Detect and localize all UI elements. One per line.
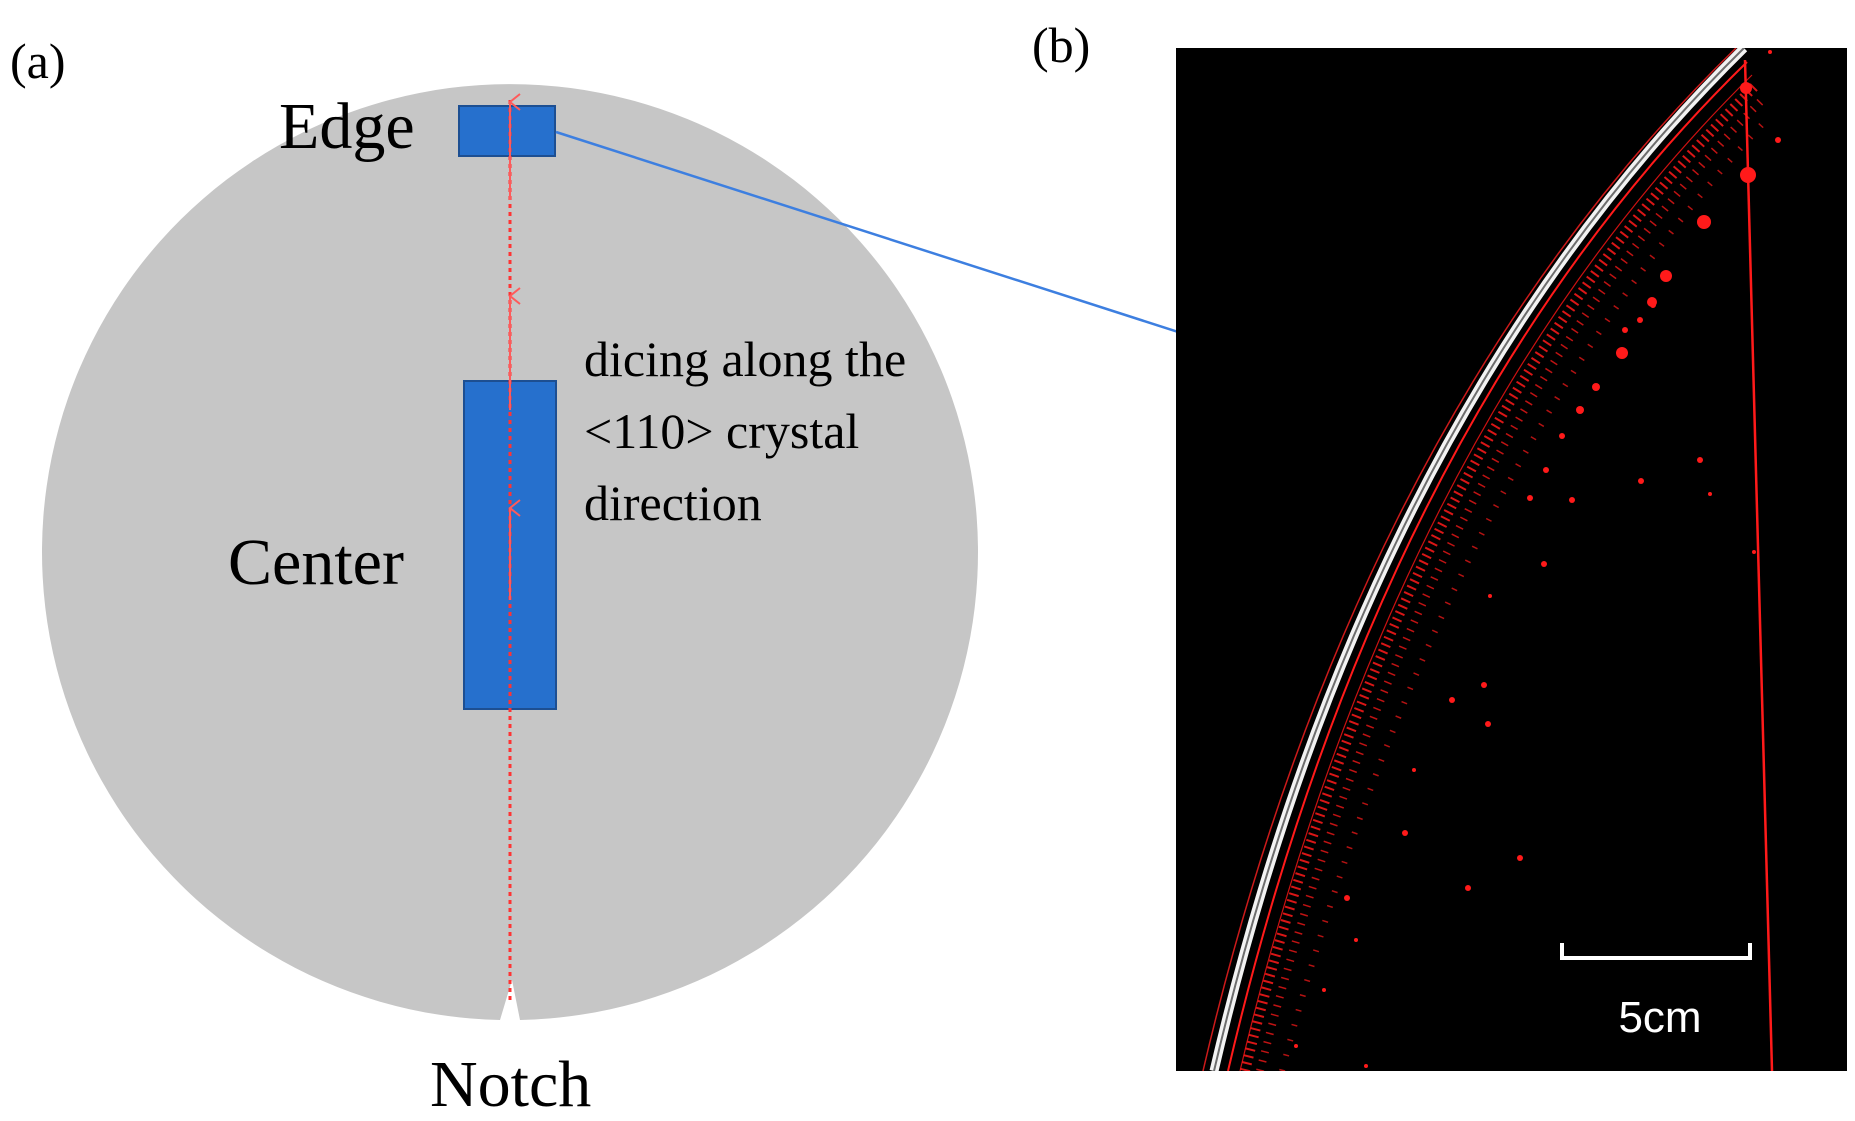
defect-dot [1322, 988, 1326, 992]
defect-dot [1412, 768, 1416, 772]
defect-dots [1294, 50, 1781, 1068]
annotation-line-3: direction [584, 475, 762, 531]
defect-dot [1622, 327, 1628, 333]
wafer-bevel-band-shadow [1213, 48, 1745, 1071]
defect-map-background [1176, 48, 1847, 1071]
defect-dot [1697, 457, 1703, 463]
defect-dot [1740, 82, 1752, 94]
dicing-trace [1743, 59, 1774, 1071]
defect-dot [1708, 492, 1712, 496]
defect-dot [1650, 302, 1656, 308]
defect-dot [1517, 855, 1523, 861]
defect-dot [1481, 682, 1487, 688]
defect-dot [1449, 697, 1455, 703]
inner-edge-line [1239, 74, 1753, 1071]
defect-dot [1294, 1044, 1298, 1048]
defect-dot [1364, 1064, 1368, 1068]
defect-dot [1488, 594, 1492, 598]
defect-dot [1543, 467, 1549, 473]
defect-dot [1592, 383, 1600, 391]
notch-label: Notch [430, 1048, 591, 1121]
center-label: Center [228, 526, 404, 599]
defect-dot [1354, 938, 1358, 942]
defect-dot [1752, 550, 1756, 554]
wafer-edge-outline [1202, 48, 1737, 1071]
defect-dot [1768, 50, 1772, 54]
defect-dot [1697, 215, 1711, 229]
edge-defect-band [1256, 97, 1765, 1071]
panel-b-label: (b) [1032, 17, 1090, 73]
defect-dot [1637, 317, 1643, 323]
annotation-line-1: dicing along the [584, 331, 906, 387]
defect-dot [1465, 885, 1471, 891]
scale-bar: 5cm [1560, 943, 1752, 1042]
defect-dot [1616, 347, 1628, 359]
defect-dot [1402, 830, 1408, 836]
panel-a-label: (a) [10, 33, 66, 89]
dicing-annotation: dicing along the <110> crystal direction [584, 331, 919, 531]
defect-dot [1740, 167, 1756, 183]
defect-dot [1569, 497, 1575, 503]
scale-bar-label: 5cm [1618, 993, 1701, 1042]
defect-map-content [1202, 48, 1781, 1071]
defect-dot [1541, 561, 1547, 567]
defect-map: 5cm [1176, 48, 1847, 1071]
edge-label: Edge [279, 90, 415, 163]
defect-dot [1485, 721, 1491, 727]
defect-dot [1660, 270, 1672, 282]
defect-dot [1775, 137, 1781, 143]
annotation-line-2: <110> crystal [584, 403, 859, 459]
defect-dot [1527, 495, 1533, 501]
defect-dot [1344, 895, 1350, 901]
defect-dot [1638, 478, 1644, 484]
edge-sample [458, 105, 556, 157]
inner-edge-line [1227, 61, 1748, 1071]
defect-dot [1576, 406, 1584, 414]
defect-dot [1559, 433, 1565, 439]
